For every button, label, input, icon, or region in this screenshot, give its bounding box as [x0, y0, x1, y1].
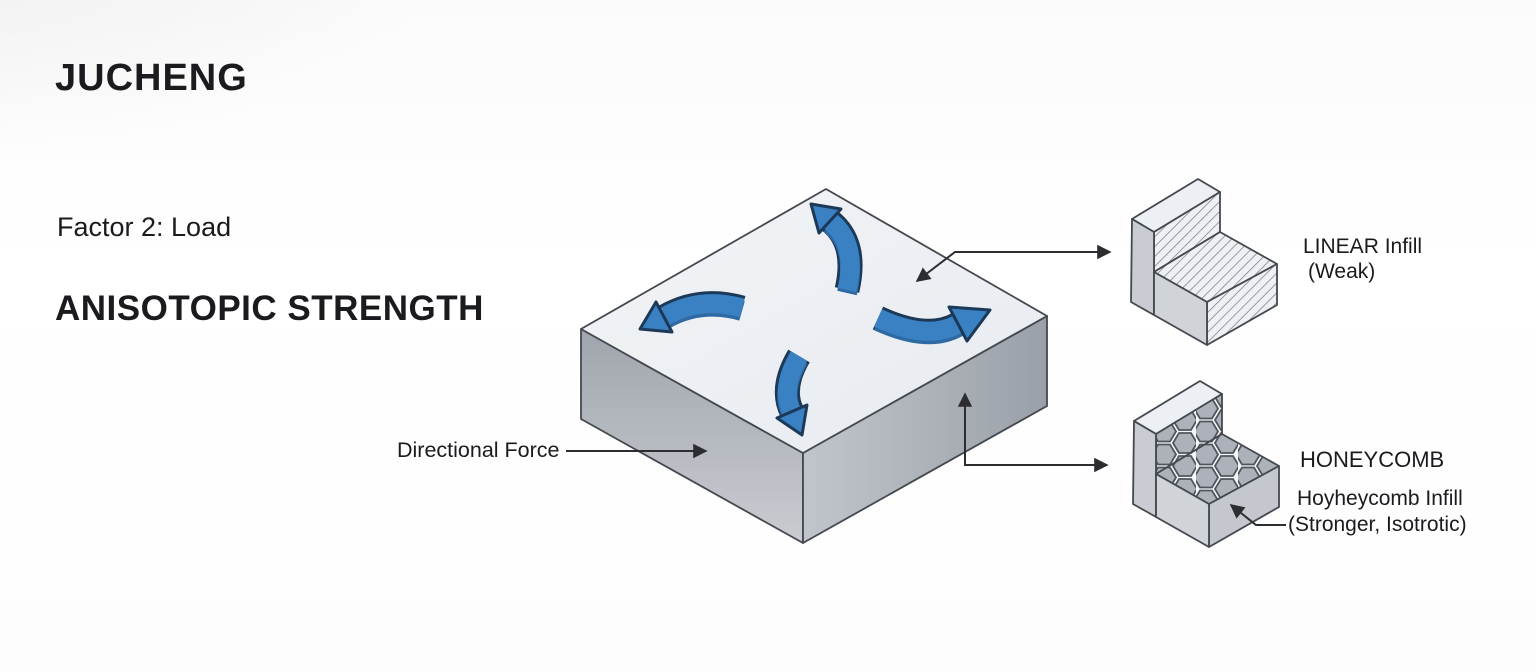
- honeycomb-infill-block: [1132, 380, 1280, 548]
- honeycomb-infill-label-line2: (Stronger, Isotrotic): [1288, 512, 1467, 536]
- honeycomb-block-left-face: [1132, 420, 1157, 518]
- force-arrow-left-icon: [638, 291, 746, 334]
- brand-logo: JUCHENG: [55, 57, 248, 99]
- linear-block-left-face: [1130, 218, 1155, 316]
- honeycomb-infill-label-line1: Hoyheycomb Infill: [1297, 487, 1463, 510]
- honeycomb-callout-arrow: [957, 392, 1109, 473]
- page-title: ANISOTOPIC STRENGTH: [55, 289, 484, 328]
- linear-infill-block: [1130, 178, 1278, 346]
- force-arrows: [638, 202, 992, 437]
- callout-lines: [566, 244, 1286, 526]
- force-arrow-right-icon: [872, 305, 992, 345]
- linear-infill-label: LINEAR Infill (Weak): [1303, 234, 1422, 284]
- force-arrow-down-icon: [774, 349, 810, 437]
- linear-callout-arrow: [915, 244, 1112, 282]
- kicker-text: Factor 2: Load: [57, 212, 232, 242]
- stronger-callout-arrow: [1229, 504, 1286, 526]
- directional-force-label: Directional Force: [397, 438, 560, 462]
- honeycomb-heading: HONEYCOMB: [1300, 447, 1445, 472]
- honeycomb-infill-label: Hoyheycomb Infill (Stronger, Isotrotic): [1288, 486, 1467, 537]
- main-force-plate: [580, 188, 1048, 544]
- linear-infill-label-line2: (Weak): [1308, 260, 1376, 283]
- honeycomb-block-step-left-face: [1155, 473, 1210, 548]
- linear-infill-label-line1: LINEAR Infill: [1303, 235, 1423, 258]
- linear-block-step-left-face: [1153, 271, 1208, 346]
- force-arrow-up-icon: [809, 202, 863, 296]
